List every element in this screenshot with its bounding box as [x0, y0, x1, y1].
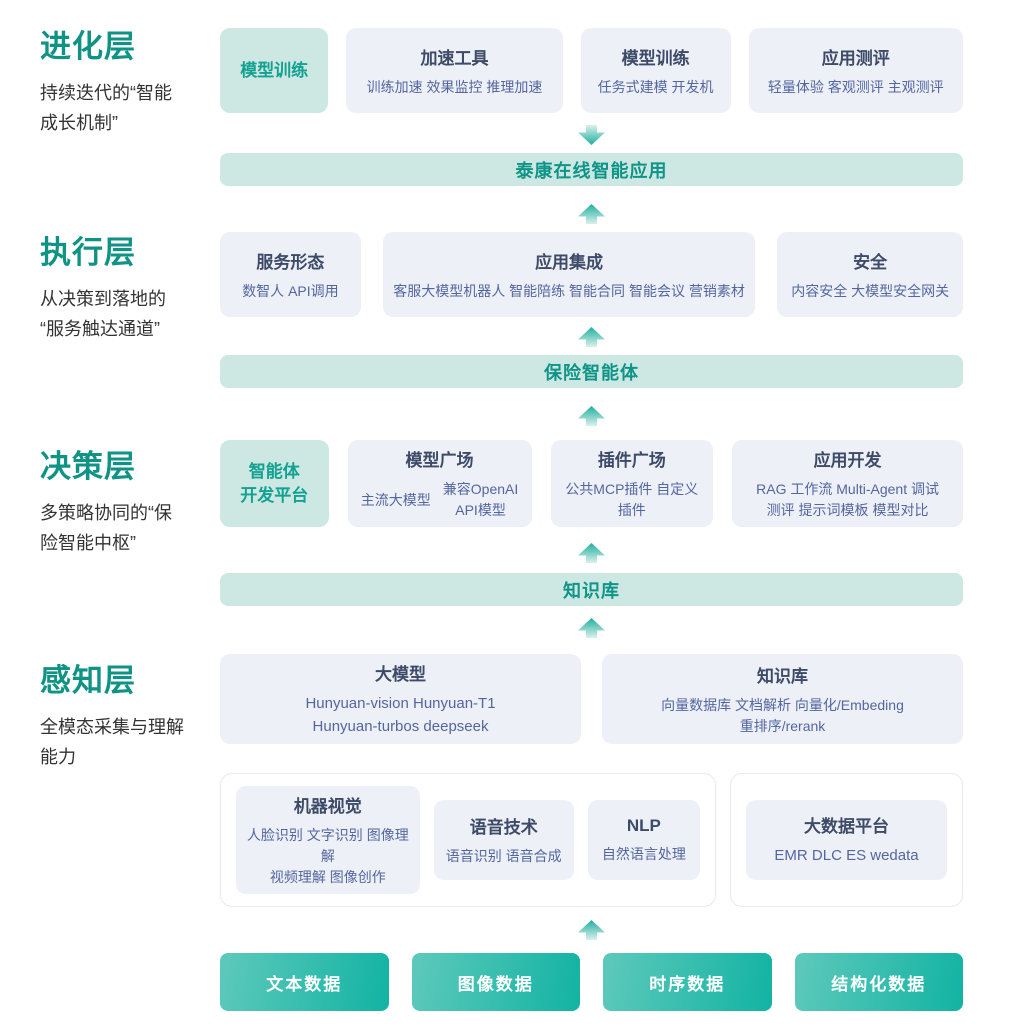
banner-knowledge-base: 知识库 [220, 573, 963, 606]
card-knowledge-base: 知识库 向量数据库 文档解析 向量化/Embeding 重排序/rerank [602, 654, 963, 744]
card-title: 插件广场 [597, 451, 666, 470]
arrow-up-icon [578, 406, 605, 426]
layer-perception-label: 感知层 全模态采集与理解 能力 [40, 606, 220, 1011]
layer-subtitle: 持续迭代的“智能 成长机制” [40, 83, 172, 133]
card-title: 大模型 [375, 665, 426, 684]
banner-taikang-online-apps: 泰康在线智能应用 [220, 153, 963, 186]
data-sources-row: 文本数据 图像数据 时序数据 结构化数据 [220, 953, 963, 1011]
card-title: 模型训练 [621, 48, 690, 68]
databox-structured-data: 结构化数据 [794, 953, 963, 1011]
layer-decision-label: 决策层 多策略协同的“保 险智能中枢” [40, 388, 220, 606]
layer-evolution: 进化层 持续迭代的“智能 成长机制” 模型训练 加速工具 训练加速 效果监控 推… [40, 28, 963, 186]
card-items: 客服大模型机器人 智能陪练 智能合同 智能会议 营销素材 [393, 282, 745, 299]
card-speech-tech: 语音技术 语音识别 语音合成 [433, 800, 574, 880]
layer-evolution-label: 进化层 持续迭代的“智能 成长机制” [40, 28, 220, 186]
card-security: 安全 内容安全 大模型安全网关 [777, 232, 963, 317]
card-title: 知识库 [757, 666, 808, 686]
layer-title: 进化层 [40, 29, 136, 64]
group-bigdata-platform: 大数据平台 EMR DLC ES wedata [730, 773, 963, 907]
card-items: Hunyuan-vision Hunyuan-T1 Hunyuan-turbos… [305, 695, 496, 735]
card-items: 主流大模型 兼容OpenAI API模型 [361, 479, 518, 521]
card-service-forms: 服务形态 数智人 API调用 [220, 232, 361, 317]
databox-timeseries-data: 时序数据 [603, 953, 772, 1011]
arrow-up-icon [578, 920, 605, 940]
card-items: 内容安全 大模型安全网关 [791, 282, 950, 299]
layer-execution-label: 执行层 从决策到落地的 “服务触达通道” [40, 186, 220, 388]
arrow-up-icon [578, 543, 605, 563]
card-items: 人脸识别 文字识别 图像理解 视频理解 图像创作 [246, 827, 409, 885]
perception-cards-row: 大模型 Hunyuan-vision Hunyuan-T1 Hunyuan-tu… [220, 654, 963, 744]
perception-groups-row: 机器视觉 人脸识别 文字识别 图像理解 视频理解 图像创作 语音技术 语音识别 … [220, 773, 963, 907]
evolution-cards-row: 模型训练 加速工具 训练加速 效果监控 推理加速 模型训练 任务式建模 开发机 … [220, 28, 963, 113]
card-app-evaluation: 应用测评 轻量体验 客观测评 主观测评 [748, 28, 963, 113]
card-title: 安全 [853, 252, 888, 272]
layer-title: 决策层 [40, 449, 136, 484]
layer-execution: 执行层 从决策到落地的 “服务触达通道” 服务形态 数智人 API调用 应用集成 [40, 186, 963, 388]
databox-image-data: 图像数据 [411, 953, 580, 1011]
card-title: 语音技术 [469, 818, 538, 837]
card-model-training: 模型训练 任务式建模 开发机 [580, 28, 731, 113]
card-agent-dev-platform-accent: 智能体 开发平台 [220, 440, 329, 527]
arrow-up-icon [578, 204, 605, 224]
card-title: 应用集成 [535, 252, 604, 272]
card-items: 数智人 API调用 [242, 282, 339, 299]
card-items: EMR DLC ES wedata [774, 847, 919, 865]
card-items: 任务式建模 开发机 [597, 78, 714, 95]
card-title: 服务形态 [256, 252, 325, 272]
card-bigdata-platform: 大数据平台 EMR DLC ES wedata [746, 800, 947, 880]
card-title: 机器视觉 [293, 797, 362, 816]
layer-title: 执行层 [40, 235, 136, 270]
card-items: 训练加速 效果监控 推理加速 [366, 78, 543, 95]
card-title: NLP [626, 815, 661, 835]
card-foundation-models: 大模型 Hunyuan-vision Hunyuan-T1 Hunyuan-tu… [220, 654, 581, 744]
card-app-integration: 应用集成 客服大模型机器人 智能陪练 智能合同 智能会议 营销素材 [382, 232, 756, 317]
layer-subtitle: 多策略协同的“保 险智能中枢” [40, 503, 172, 553]
group-ai-basic-tech: 机器视觉 人脸识别 文字识别 图像理解 视频理解 图像创作 语音技术 语音识别 … [220, 773, 717, 907]
layer-decision: 决策层 多策略协同的“保 险智能中枢” 智能体 开发平台 模型广场 主流大模型 [40, 388, 963, 606]
card-item: 兼容OpenAI API模型 [442, 481, 519, 518]
card-app-development: 应用开发 RAG 工作流 Multi-Agent 调试 测评 提示词模板 模型对… [732, 440, 963, 527]
layer-perception: 感知层 全模态采集与理解 能力 大模型 Hunyuan-vision Hunyu… [40, 606, 963, 1011]
arrow-up-icon [578, 618, 605, 638]
card-title: 应用开发 [813, 451, 882, 470]
card-machine-vision: 机器视觉 人脸识别 文字识别 图像理解 视频理解 图像创作 [236, 786, 420, 894]
databox-text-data: 文本数据 [220, 953, 389, 1011]
card-items: 语音识别 语音合成 [445, 848, 562, 864]
arrow-down-icon [578, 125, 605, 145]
card-items: 向量数据库 文档解析 向量化/Embeding 重排序/rerank [661, 696, 904, 734]
card-title: 加速工具 [420, 48, 489, 68]
card-item: 主流大模型 [360, 491, 431, 508]
card-items: 自然语言处理 [601, 845, 686, 862]
card-items: 公共MCP插件 自定义插件 [565, 481, 699, 518]
card-plugin-plaza: 插件广场 公共MCP插件 自定义插件 [550, 440, 714, 527]
card-model-plaza: 模型广场 主流大模型 兼容OpenAI API模型 [347, 440, 532, 527]
card-title: 模型广场 [405, 451, 474, 470]
execution-cards-row: 服务形态 数智人 API调用 应用集成 客服大模型机器人 智能陪练 智能合同 智… [220, 232, 963, 317]
card-items: RAG 工作流 Multi-Agent 调试 测评 提示词模板 模型对比 [756, 481, 939, 518]
layer-title: 感知层 [40, 663, 136, 698]
decision-cards-row: 智能体 开发平台 模型广场 主流大模型 兼容OpenAI API模型 插件广场 … [220, 440, 963, 527]
card-nlp: NLP 自然语言处理 [587, 800, 701, 880]
layer-subtitle: 从决策到落地的 “服务触达通道” [40, 289, 166, 339]
arrow-up-icon [578, 327, 605, 347]
card-acceleration-tools: 加速工具 训练加速 效果监控 推理加速 [346, 28, 563, 113]
card-model-training-accent: 模型训练 [220, 28, 329, 113]
card-items: 轻量体验 客观测评 主观测评 [767, 78, 944, 95]
banner-insurance-agent: 保险智能体 [220, 355, 963, 388]
layer-subtitle: 全模态采集与理解 能力 [40, 717, 184, 767]
card-title: 大数据平台 [804, 817, 890, 837]
card-title: 应用测评 [821, 48, 890, 68]
